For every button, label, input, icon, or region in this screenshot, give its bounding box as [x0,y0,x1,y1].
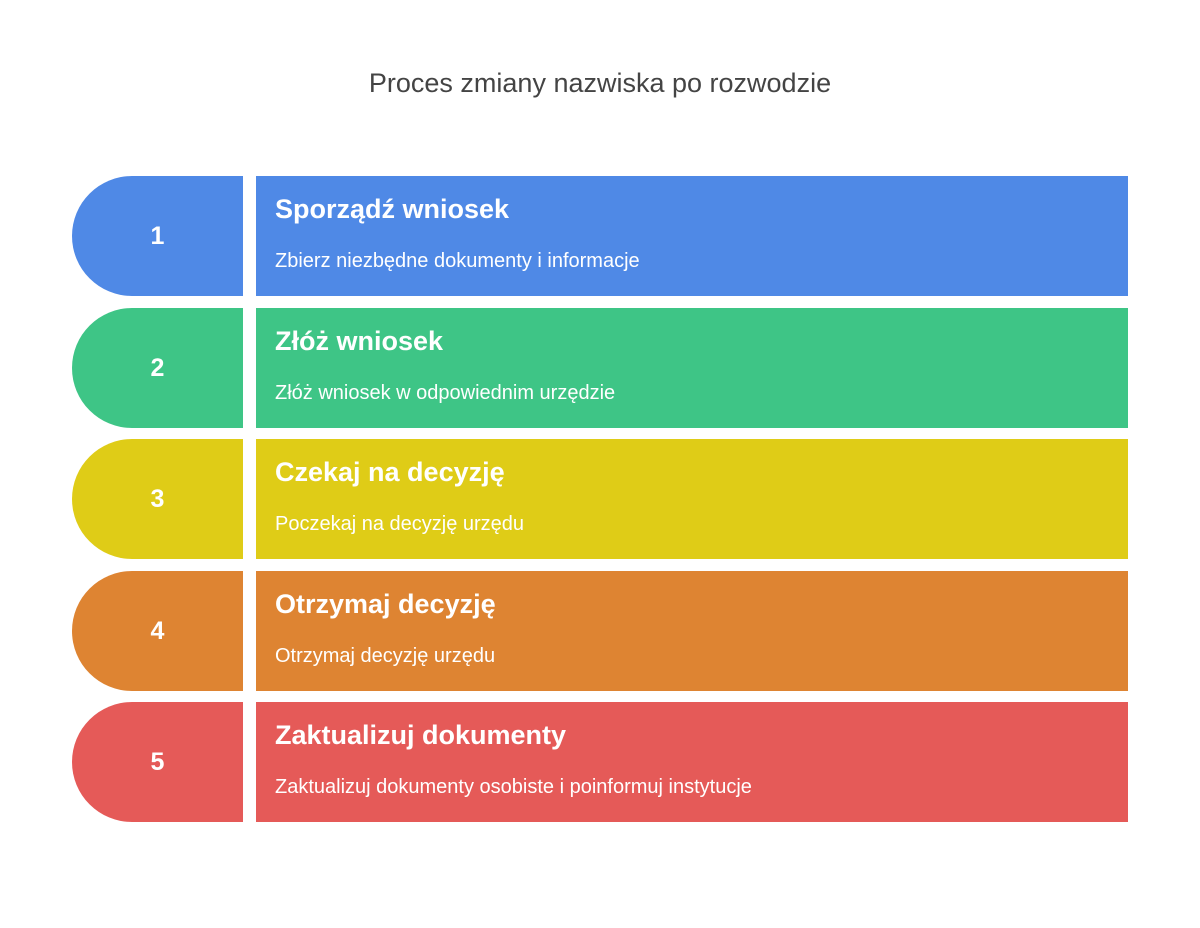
step-number-tab: 5 [72,702,243,822]
step-description: Złóż wniosek w odpowiednim urzędzie [275,382,616,404]
step-panel: Czekaj na decyzję Poczekaj na decyzję ur… [256,439,1128,559]
step-number: 1 [150,221,165,250]
step-description: Otrzymaj decyzję urzędu [275,645,496,667]
step-number-tab: 3 [72,439,243,559]
step-number: 2 [150,353,165,382]
step-description: Zbierz niezbędne dokumenty i informacje [275,250,640,272]
step-title: Zaktualizuj dokumenty [275,720,567,750]
step-title: Otrzymaj decyzję [275,589,496,619]
step-number: 3 [150,484,165,513]
step-number-tab: 1 [72,176,243,296]
step-title: Czekaj na decyzję [275,457,505,487]
step-row-2: 2 Złóż wniosek Złóż wniosek w odpowiedni… [72,308,1128,428]
step-title: Złóż wniosek [275,326,444,356]
step-title: Sporządź wniosek [275,194,510,224]
step-row-5: 5 Zaktualizuj dokumenty Zaktualizuj doku… [72,702,1128,822]
step-row-4: 4 Otrzymaj decyzję Otrzymaj decyzję urzę… [72,571,1128,691]
step-panel: Zaktualizuj dokumenty Zaktualizuj dokume… [256,702,1128,822]
step-panel: Otrzymaj decyzję Otrzymaj decyzję urzędu [256,571,1128,691]
step-description: Poczekaj na decyzję urzędu [275,513,525,535]
step-number: 4 [150,616,165,645]
diagram-title: Proces zmiany nazwiska po rozwodzie [368,68,832,98]
step-panel: Sporządź wniosek Zbierz niezbędne dokume… [256,176,1128,296]
step-description: Zaktualizuj dokumenty osobiste i poinfor… [275,776,752,798]
step-row-1: 1 Sporządź wniosek Zbierz niezbędne doku… [72,176,1128,296]
step-row-3: 3 Czekaj na decyzję Poczekaj na decyzję … [72,439,1128,559]
step-panel: Złóż wniosek Złóż wniosek w odpowiednim … [256,308,1128,428]
step-number: 5 [150,747,165,776]
step-number-tab: 4 [72,571,243,691]
step-number-tab: 2 [72,308,243,428]
